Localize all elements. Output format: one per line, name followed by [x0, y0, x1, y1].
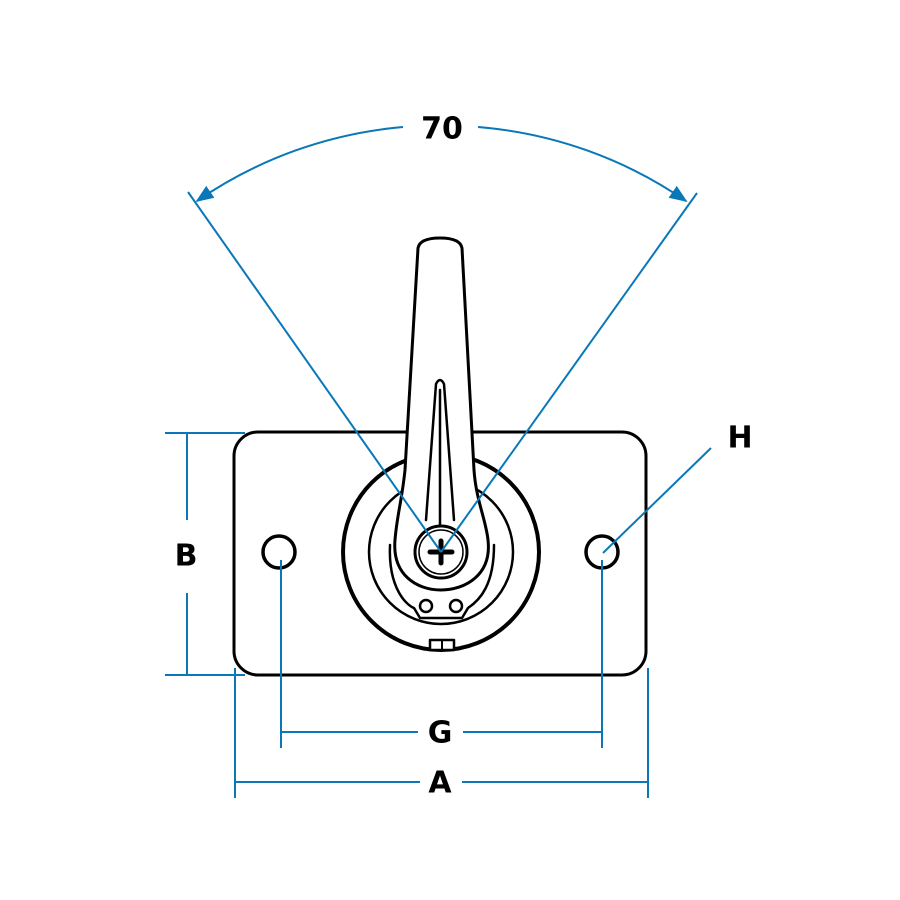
dimension-h-label: H [727, 420, 753, 456]
handle-groove [424, 378, 456, 527]
base-plate [388, 543, 496, 620]
dimension-b-label: B [174, 538, 198, 574]
angle-line-left [187, 191, 442, 553]
lock-outline [232, 236, 648, 677]
angle-arc-right [477, 126, 688, 203]
handle [393, 236, 490, 592]
angle-line-right [440, 192, 698, 553]
dim-h-leader [602, 447, 712, 554]
dimension-a-label: A [428, 765, 452, 801]
dimension-lines [165, 126, 712, 798]
mounting-hole-left [261, 534, 297, 570]
base-pin-right [448, 598, 464, 614]
angle-label: 70 [421, 111, 463, 147]
angle-arc-left [195, 126, 404, 203]
base-pin-left [418, 598, 434, 614]
dimension-g-label: G [427, 715, 453, 751]
